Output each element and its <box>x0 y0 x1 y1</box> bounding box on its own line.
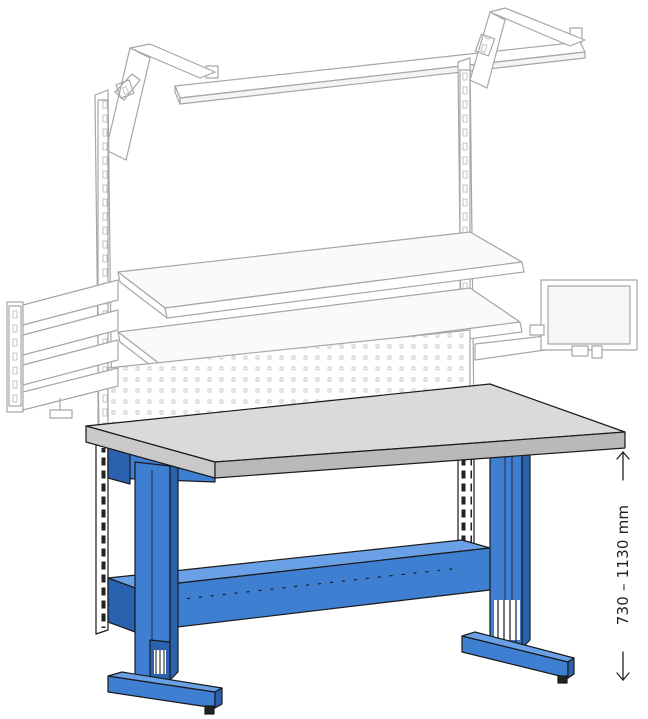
left-cantilever-arm <box>105 43 216 161</box>
right-cantilever-arm <box>469 7 586 89</box>
left-foot <box>107 671 223 715</box>
upper-shelf <box>117 231 525 319</box>
left-side-rack <box>6 279 119 419</box>
left-leg <box>134 461 179 681</box>
arrow-up-icon <box>616 451 630 481</box>
rear-left-rail <box>95 435 109 635</box>
rear-right-rail <box>457 447 475 565</box>
arrow-down-icon <box>616 651 630 681</box>
height-range-label: 730 – 1130 mm <box>614 504 632 626</box>
right-foot <box>461 631 575 684</box>
height-dimension <box>616 451 630 681</box>
right-leg <box>489 445 531 651</box>
right-monitor-arm <box>474 279 638 361</box>
workbench-frame <box>95 435 575 715</box>
overhead-beam <box>174 27 586 105</box>
accessory-superstructure <box>6 7 638 436</box>
tabletop <box>85 383 626 479</box>
